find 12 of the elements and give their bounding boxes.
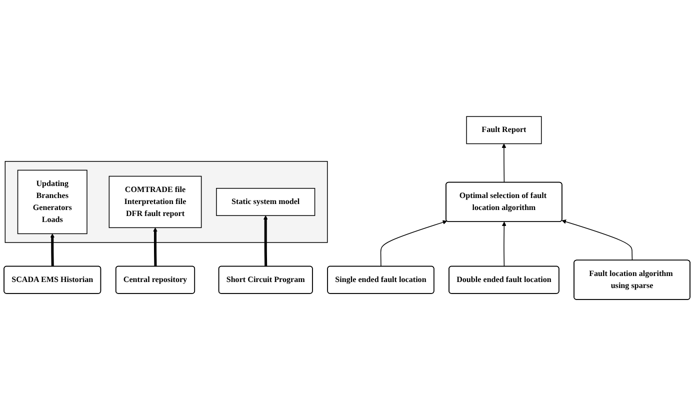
- cluster: [4, 161, 328, 243]
- arrow: [562, 220, 633, 261]
- node-box: Fault Report: [466, 116, 542, 144]
- arrow: [502, 222, 506, 267]
- node-box: Static system model: [216, 188, 316, 216]
- arrow: [380, 220, 448, 267]
- arrow: [50, 234, 55, 266]
- node-box: COMTRADE file Interpretation file DFR fault report: [108, 176, 202, 228]
- arrow: [502, 144, 506, 183]
- node-box: Updating Branches Generators Loads: [17, 170, 88, 234]
- arrow: [153, 227, 158, 266]
- arrow: [263, 215, 268, 266]
